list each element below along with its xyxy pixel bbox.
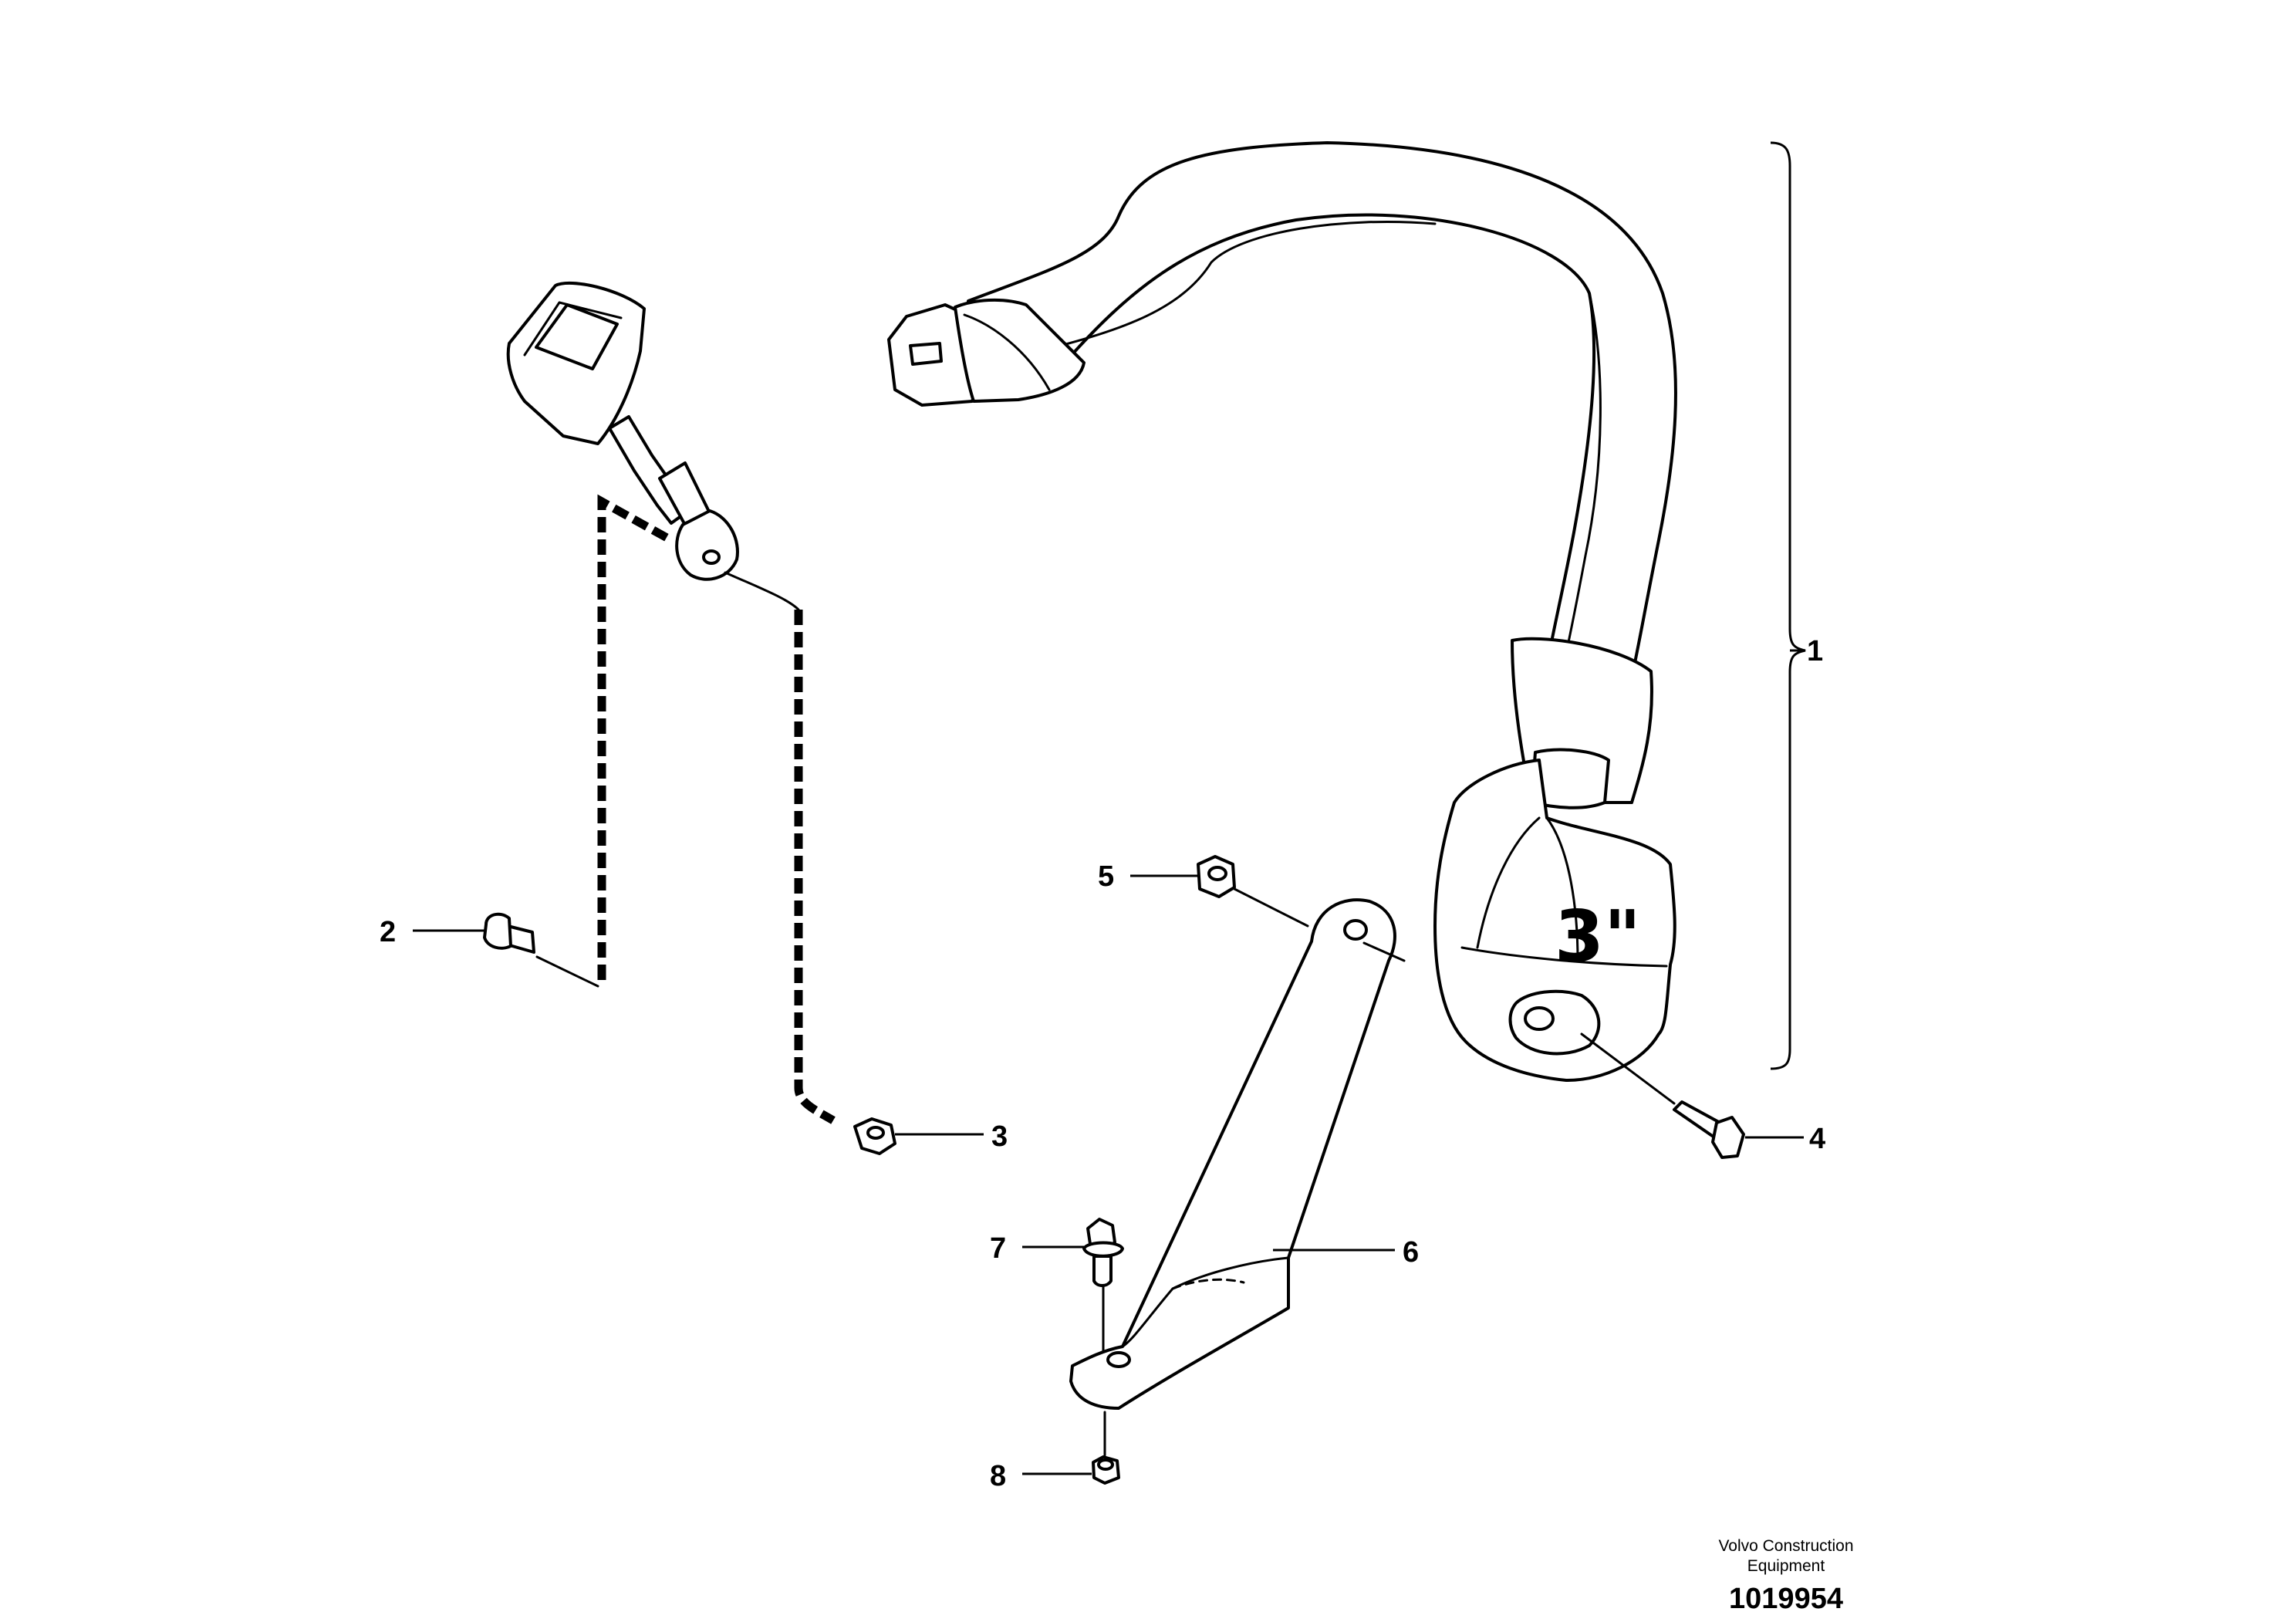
callout-2: 2 xyxy=(380,916,396,948)
nut-8-bore xyxy=(1097,1458,1114,1471)
retractor-rim xyxy=(1460,946,1668,968)
mount-hole xyxy=(1524,1006,1555,1031)
bracket-bottom-hole xyxy=(1106,1351,1131,1368)
nut-item-3 xyxy=(853,1117,984,1155)
nut-3-bore xyxy=(866,1126,885,1140)
tongue-housing-edge xyxy=(963,313,1051,391)
retractor-mount-boss xyxy=(1508,989,1601,1056)
company-name-line-2: Equipment xyxy=(1747,1557,1825,1575)
callout-3: 3 xyxy=(991,1120,1008,1153)
nut-5-bore xyxy=(1207,866,1227,881)
buckle-eyelet xyxy=(675,509,739,581)
drawing-footer: Volvo Construction Equipment 1019954 xyxy=(1718,1537,1853,1615)
guide-window xyxy=(1530,748,1610,809)
webbing-width-label: 3" xyxy=(1555,895,1641,978)
drawing-number: 1019954 xyxy=(1729,1583,1843,1615)
retractor-body xyxy=(1433,759,1676,1082)
nut-item-8 xyxy=(1022,1411,1120,1485)
brace-item-1 xyxy=(1770,141,1806,1070)
axis-line-nut-5 xyxy=(1233,887,1309,928)
callout-8: 8 xyxy=(990,1460,1006,1492)
belt-webbing-edge xyxy=(994,220,1437,364)
buckle-release-button xyxy=(535,303,619,370)
axis-line-buckle xyxy=(724,571,800,611)
company-name-line-1: Volvo Construction xyxy=(1718,1537,1853,1555)
bracket-hidden-edge xyxy=(1171,1278,1245,1290)
retractor-contour xyxy=(1476,816,1541,949)
callout-4: 4 xyxy=(1809,1123,1825,1155)
seat-belt-assembly: 3" xyxy=(887,141,1677,1082)
screw-7-shank xyxy=(1092,1255,1113,1287)
belt-buckle xyxy=(506,281,739,581)
screw-item-7 xyxy=(1022,1218,1124,1352)
callout-5: 5 xyxy=(1098,860,1114,893)
callout-7: 7 xyxy=(990,1232,1006,1265)
belt-retractor: 3" xyxy=(1433,637,1676,1082)
eyelet-hole xyxy=(702,549,721,565)
screw-7-flange xyxy=(1082,1241,1124,1258)
mounting-bracket-item-6 xyxy=(1069,898,1406,1410)
axis-line-bolt-2 xyxy=(535,955,599,988)
axis-line-bracket-retractor xyxy=(1362,941,1406,962)
belt-tongue xyxy=(887,298,1086,407)
belt-webbing xyxy=(967,141,1677,696)
assembly-line-bolt-2 xyxy=(597,494,674,980)
tongue-slot xyxy=(909,342,943,366)
bolt-item-4 xyxy=(1580,1032,1804,1159)
bolt-2-head xyxy=(483,912,512,950)
axis-line-bolt-4 xyxy=(1580,1032,1676,1105)
bracket-arm xyxy=(1069,898,1396,1410)
callout-1: 1 xyxy=(1807,635,1823,667)
nut-item-5 xyxy=(1130,855,1309,928)
bracket-top-hole xyxy=(1343,919,1368,941)
bolt-4-head xyxy=(1711,1116,1745,1159)
buckle-face-edge xyxy=(523,301,623,357)
callout-6: 6 xyxy=(1403,1236,1419,1269)
assembly-line-nut-3 xyxy=(794,610,836,1124)
bolt-item-2 xyxy=(413,912,599,988)
retractor-contour-2 xyxy=(1545,816,1579,962)
